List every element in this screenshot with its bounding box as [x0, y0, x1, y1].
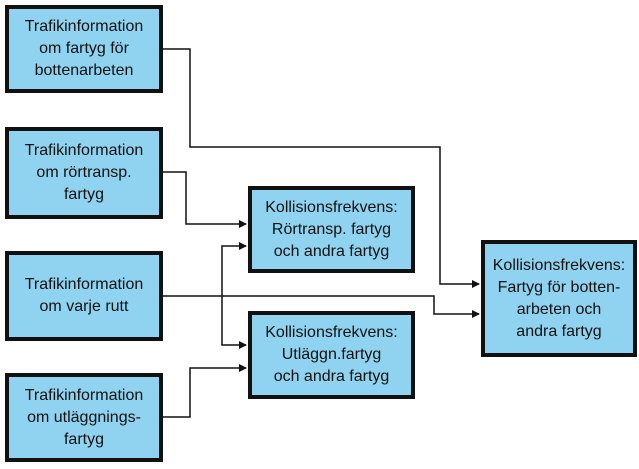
node-label: Kollisionsfrekvens: Rörtransp. fartyg oc…	[265, 197, 398, 263]
node-label: Trafikinformation om varje rutt	[25, 274, 144, 318]
node-label-line: Utläggn.fartyg	[281, 346, 382, 363]
node-label-line: Fartyg för botten-	[497, 278, 621, 296]
node-label: Kollisionsfrekvens: Utläggn.fartyg och a…	[265, 322, 398, 388]
node-label-line: om fartyg för	[39, 40, 129, 57]
node-collision-freq-pipe-transport: Kollisionsfrekvens: Rörtransp. fartyg oc…	[248, 186, 415, 273]
node-label-line: om varje rutt	[39, 298, 129, 315]
node-label-line: fartyg	[63, 186, 104, 203]
node-label-line: om rörtransp.	[36, 164, 132, 181]
node-traffic-info-bottom-work-vessels: Trafikinformation om fartyg för bottenar…	[5, 5, 163, 93]
node-label-line: Kollisionsfrekvens:	[265, 324, 398, 341]
node-traffic-info-laying-vessels: Trafikinformation om utläggnings- fartyg	[5, 373, 163, 462]
node-label-line: Trafikinformation	[24, 276, 144, 293]
node-label-line: om utläggnings-	[27, 408, 141, 426]
node-label-line: Kollisionsfrekvens:	[492, 256, 626, 274]
node-label-line: och andra fartyg	[273, 368, 390, 385]
connector-src1-to-out	[163, 48, 480, 288]
node-label-line: Trafikinformation	[24, 142, 144, 159]
node-collision-freq-bottom-work-vessels: Kollisionsfrekvens: Fartyg för botten- a…	[481, 240, 637, 357]
connector-src4-to-mid2	[163, 364, 247, 418]
node-label: Trafikinformation om fartyg för bottenar…	[25, 16, 144, 82]
node-traffic-info-each-route: Trafikinformation om varje rutt	[5, 251, 163, 341]
node-label-line: Trafikinformation	[24, 18, 144, 35]
node-label-line: Trafikinformation	[24, 386, 144, 404]
node-label-line: arbeten och	[516, 300, 602, 318]
connector-src3-to-mid1	[221, 242, 247, 296]
node-label-line: bottenarbeten	[34, 62, 134, 79]
connector-src3-to-mid2	[221, 296, 247, 349]
node-traffic-info-pipe-transport-vessels: Trafikinformation om rörtransp. fartyg	[5, 127, 163, 219]
connector-src3-to-out	[163, 295, 480, 318]
node-label: Trafikinformation om rörtransp. fartyg	[25, 140, 144, 206]
node-collision-freq-laying-vessels: Kollisionsfrekvens: Utläggn.fartyg och a…	[248, 311, 415, 399]
node-label: Trafikinformation om utläggnings- fartyg	[25, 385, 144, 451]
node-label: Kollisionsfrekvens: Fartyg för botten- a…	[493, 255, 626, 343]
node-label-line: Kollisionsfrekvens:	[265, 198, 398, 216]
node-label-line: och andra fartyg	[273, 242, 390, 260]
node-label-line: andra fartyg	[516, 322, 602, 340]
node-label-line: fartyg	[63, 430, 104, 448]
connector-src2-to-mid1	[163, 171, 247, 228]
node-label-line: Rörtransp. fartyg	[271, 220, 392, 238]
